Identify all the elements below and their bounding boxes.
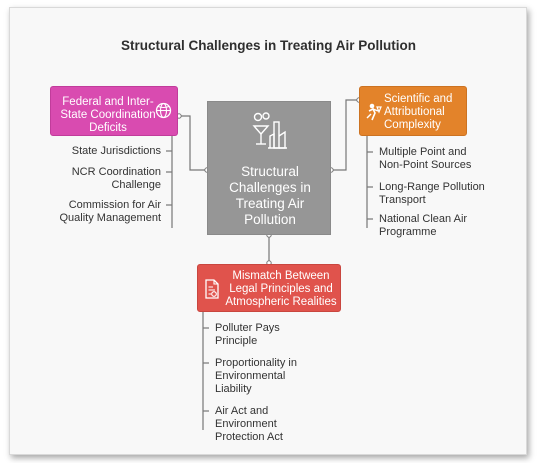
federal-coordination-label: Federal and Inter-State Coordination Def… — [60, 96, 156, 134]
list-item: Air Act and Environment Protection Act — [215, 405, 283, 443]
legal-document-icon — [204, 279, 220, 303]
scientist-icon — [366, 103, 382, 125]
connector-center-right — [331, 99, 359, 171]
legal-mismatch-label: Mismatch Between Legal Principles and At… — [225, 270, 337, 308]
diagram-title: Structural Challenges in Treating Air Po… — [120, 38, 417, 53]
structural-challenges-label: Structural Challenges in Treating Air Po… — [229, 164, 311, 227]
list-item: Multiple Point and Non-Point Sources — [379, 146, 472, 171]
factory-pollution-icon — [252, 112, 288, 156]
list-item: National Clean Air Programme — [379, 213, 468, 238]
list-item: NCR Coordination Challenge — [71, 166, 161, 191]
list-item: Proportionality in Environmental Liabili… — [215, 357, 297, 395]
structural-challenges-box: Structural Challenges in Treating Air Po… — [207, 101, 331, 235]
scientific-complexity-box: Scientific and Attributional Complexity — [359, 86, 467, 136]
list-item: State Jurisdictions — [71, 145, 161, 157]
scientific-complexity-label: Scientific and Attributional Complexity — [384, 93, 453, 131]
list-item: Long-Range Pollution Transport — [379, 181, 485, 206]
legal-mismatch-box: Mismatch Between Legal Principles and At… — [197, 264, 341, 312]
list-item: Commission for Air Quality Management — [59, 199, 162, 224]
connector-center-left — [178, 115, 207, 171]
globe-icon — [155, 102, 172, 123]
federal-coordination-box: Federal and Inter-State Coordination Def… — [50, 86, 178, 136]
list-item: Polluter Pays Principle — [215, 322, 280, 347]
